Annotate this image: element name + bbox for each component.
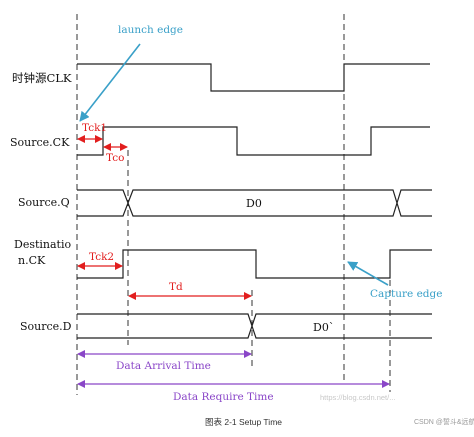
capture-edge-label: Capture edge bbox=[370, 288, 442, 300]
source-q-label: Source.Q bbox=[18, 196, 70, 209]
dest-ck-label-line2: n.CK bbox=[18, 254, 46, 267]
source-d-bus bbox=[77, 313, 432, 339]
launch-edge-label: launch edge bbox=[118, 24, 183, 36]
source-d-label: Source.D bbox=[20, 320, 72, 333]
td-label: Td bbox=[169, 281, 183, 293]
tck2-label: Tck2 bbox=[89, 251, 114, 263]
clk-label: 时钟源CLK bbox=[12, 71, 72, 85]
data-arrival-label: Data Arrival Time bbox=[116, 360, 211, 372]
data-require-label: Data Require Time bbox=[173, 391, 274, 403]
figure-caption: 图表 2-1 Setup Time bbox=[205, 417, 282, 427]
tco-label: Tco bbox=[106, 152, 124, 164]
clk-waveform bbox=[77, 63, 430, 92]
d-data-value: D0` bbox=[313, 321, 334, 334]
capture-edge-arrow bbox=[347, 261, 389, 286]
launch-edge-arrow bbox=[79, 43, 141, 122]
q-data-value: D0 bbox=[246, 197, 262, 210]
dest-ck-label-line1: Destinatio bbox=[14, 238, 71, 251]
source-ck-waveform bbox=[77, 126, 430, 156]
dest-ck-waveform bbox=[77, 249, 432, 279]
source-q-bus bbox=[77, 189, 432, 217]
faint-url-watermark: https://blog.csdn.net/... bbox=[320, 393, 395, 402]
tck1-label: Tck1 bbox=[82, 122, 107, 134]
csdn-watermark: CSDN @誓斗&远航 bbox=[414, 417, 474, 426]
source-ck-label: Source.CK bbox=[10, 136, 70, 149]
